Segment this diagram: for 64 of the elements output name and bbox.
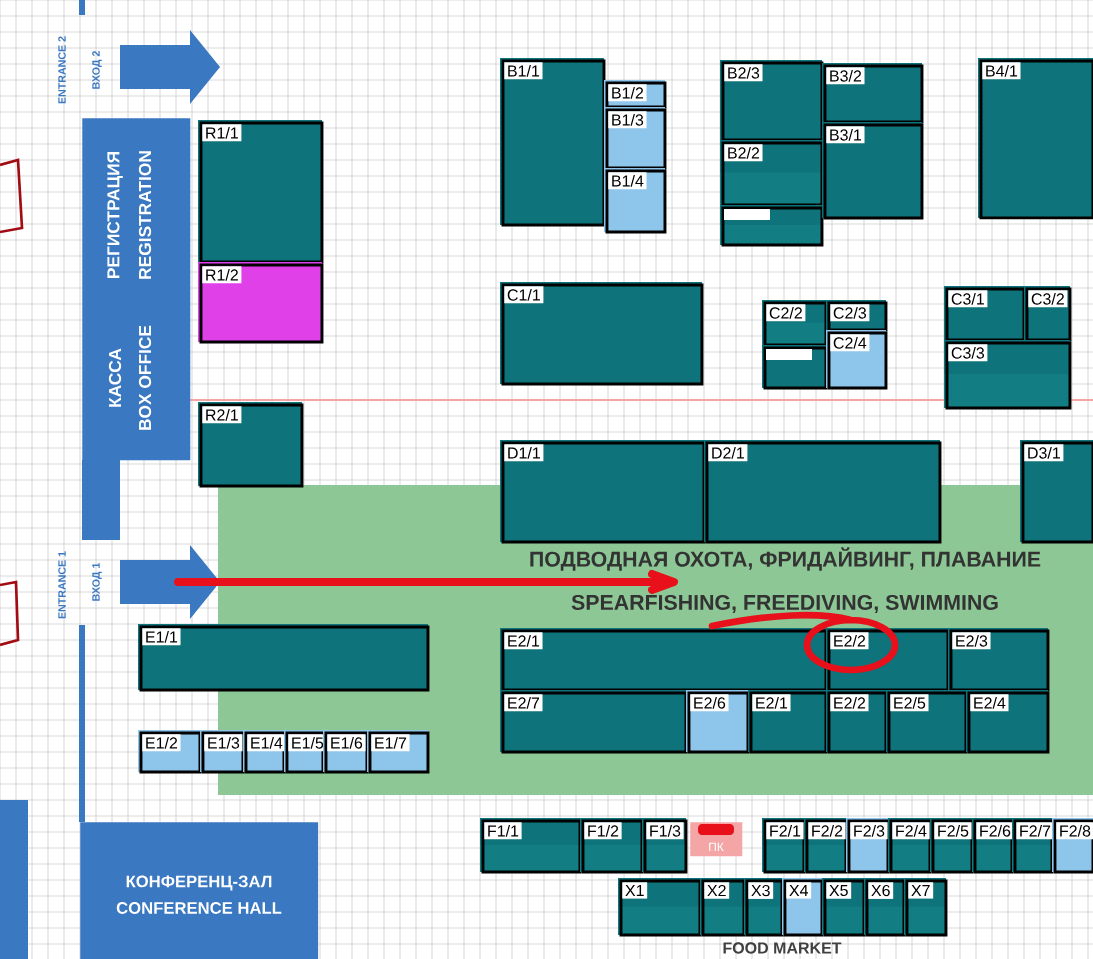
booth: B1/1	[500, 58, 606, 227]
booth: B4/1	[978, 58, 1093, 220]
booth: F1/3	[642, 818, 688, 874]
booth: X6	[864, 878, 906, 937]
booth: X5	[822, 878, 866, 937]
booth: B3/1	[822, 122, 924, 220]
booth: E1/7	[367, 730, 430, 774]
booth	[762, 345, 828, 390]
entrance-label: ВХОД 1	[92, 562, 102, 601]
booth: B2/2	[720, 140, 824, 207]
service-point: ПК	[690, 822, 743, 857]
booth: C2/3	[826, 300, 888, 332]
booth: X1	[618, 878, 702, 937]
booth: F2/8	[1052, 818, 1093, 874]
booth: C3/1	[944, 286, 1026, 342]
booth: E2/6	[686, 690, 750, 754]
zone-title: SPEARFISHING, FREEDIVING, SWIMMING	[571, 594, 998, 614]
zone-title: FOOD MARKET	[723, 942, 842, 954]
booth: B1/4	[604, 168, 667, 234]
booth: C2/4	[826, 330, 888, 390]
booth: F2/2	[804, 818, 848, 874]
booth: X7	[904, 878, 948, 937]
booth: E1/5	[284, 730, 327, 774]
booth: F1/2	[580, 818, 644, 874]
booth: E1/1	[138, 624, 430, 692]
booth: E1/2	[138, 730, 202, 774]
booth: C3/2	[1024, 286, 1072, 342]
zone-title: ПОДВОДНАЯ ОХОТА, ФРИДАЙВИНГ, ПЛАВАНИЕ	[530, 547, 1041, 571]
entrance-label: ВХОД 2	[92, 51, 102, 89]
booth: E2/4	[966, 690, 1050, 754]
booth: F2/7	[1012, 818, 1054, 874]
entrance-label: ENTRANCE 1	[58, 551, 66, 619]
booth: F2/3	[846, 818, 890, 874]
booth: D3/1	[1020, 440, 1093, 544]
booth: X3	[744, 878, 784, 937]
booth: E1/4	[243, 730, 286, 774]
booth: X2	[700, 878, 746, 937]
booth: E1/6	[323, 730, 369, 774]
booth: F2/1	[762, 818, 806, 874]
booth: E2/7	[500, 690, 688, 754]
registration-counter: РЕГИСТРАЦИЯ REGISTRATION КАССА BOX OFFICE	[82, 118, 191, 540]
booth: X4	[782, 878, 824, 937]
entrance-label: ENTRANCE 2	[58, 36, 66, 104]
booth: D1/1	[500, 440, 706, 544]
booth: F2/6	[972, 818, 1014, 874]
booth	[720, 205, 824, 247]
booth: R1/1	[198, 120, 324, 264]
booth: C2/2	[762, 300, 828, 347]
booth: E1/3	[200, 730, 245, 774]
booth: E2/2	[826, 690, 888, 754]
booth: E2/1	[748, 690, 828, 754]
booth: F2/5	[930, 818, 974, 874]
booth: E2/5	[886, 690, 968, 754]
booth: E2/3	[948, 628, 1050, 692]
booth: B1/2	[604, 80, 667, 109]
booth: C1/1	[500, 282, 704, 386]
booth: R2/1	[198, 402, 304, 488]
booth: F2/4	[888, 818, 932, 874]
booth: B3/2	[822, 63, 924, 124]
booth: D2/1	[704, 440, 942, 544]
booth: R1/2	[198, 262, 324, 344]
booth: F1/1	[480, 818, 582, 874]
conference-hall: КОНФЕРЕНЦ-ЗАЛ CONFERENCE HALL	[80, 822, 319, 959]
booth: B2/3	[720, 60, 824, 142]
